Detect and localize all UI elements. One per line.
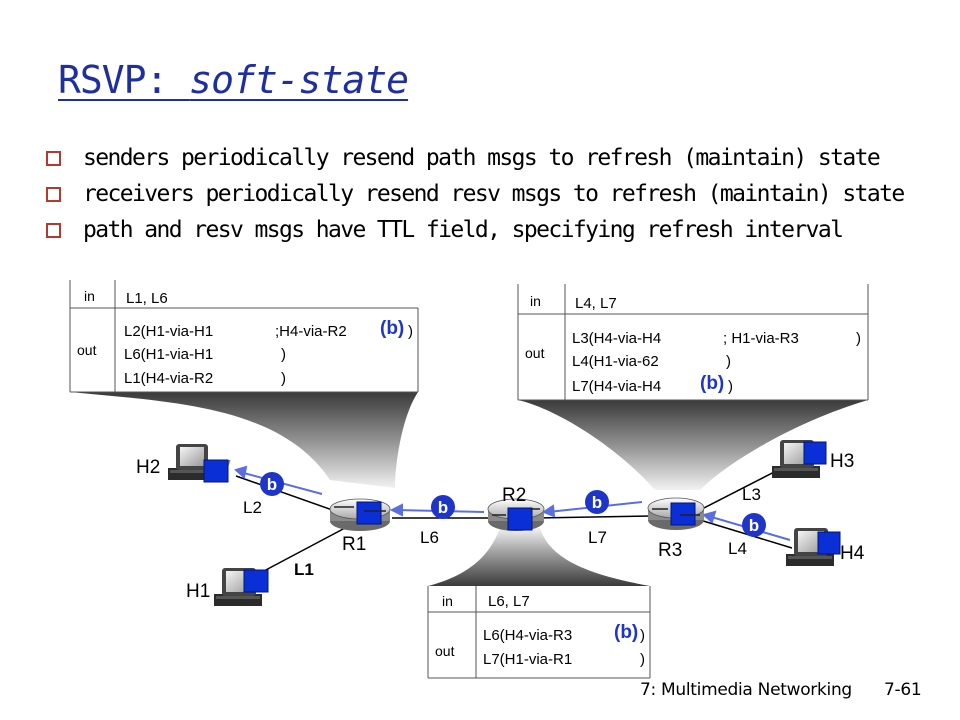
r2-state-table: in L6, L7 out L6(H4-via-R3 (b) ) L7(H1-v… <box>427 586 651 679</box>
svg-text:b: b <box>267 475 277 494</box>
svg-text:L6(H4-via-R3: L6(H4-via-R3 <box>483 627 572 644</box>
svg-text:L1(H4-via-R2: L1(H4-via-R2 <box>124 370 213 387</box>
link-l2 <box>235 475 339 513</box>
svg-text:): ) <box>726 353 731 370</box>
svg-text:L7(H4-via-H4: L7(H4-via-H4 <box>572 378 661 395</box>
link-l3-label: L3 <box>742 485 761 504</box>
r1-out-label: out <box>77 342 97 358</box>
svg-text:): ) <box>640 627 645 644</box>
link-l4 <box>699 519 793 549</box>
title-prefix: RSVP: <box>58 58 190 102</box>
r2-in-value: L6, L7 <box>488 593 530 610</box>
svg-text:): ) <box>640 651 645 668</box>
node-h4-label: H4 <box>840 543 865 564</box>
r3-table-cone <box>518 400 868 490</box>
svg-text:b: b <box>438 498 448 517</box>
r2-out-label: out <box>435 643 455 659</box>
r2-b-mark: (b) <box>614 622 638 643</box>
bullet-box-icon <box>46 222 61 238</box>
link-l2-label: L2 <box>243 498 262 517</box>
b-label-r2: b <box>585 490 609 514</box>
b-label-h2: b <box>260 472 284 496</box>
router-r1 <box>329 498 391 531</box>
r1-in-label: in <box>84 288 95 304</box>
b-label-r3: b <box>742 513 766 537</box>
link-l3 <box>699 467 783 511</box>
link-l7 <box>535 515 653 519</box>
bullet-item: senders periodically resend path msgs to… <box>46 140 904 176</box>
r1-state-table: in L1, L6 out L2(H1-via-H1 ;H4-via-R2 (b… <box>69 280 419 393</box>
router-r3 <box>647 497 705 530</box>
host-h2-computer-icon <box>168 444 231 483</box>
node-h1-label: H1 <box>186 581 210 602</box>
svg-text:): ) <box>408 323 413 340</box>
r1-b-mark: (b) <box>380 318 404 339</box>
svg-text:b: b <box>749 516 759 535</box>
bullet-box-icon <box>46 150 61 166</box>
r1-in-value: L1, L6 <box>126 290 168 307</box>
svg-text:): ) <box>856 330 861 347</box>
r2-table-cone <box>428 528 650 586</box>
svg-text:L6(H1-via-H1: L6(H1-via-H1 <box>124 346 213 363</box>
svg-text:): ) <box>281 370 286 387</box>
node-r3-label: R3 <box>658 540 682 561</box>
r3-b-mark: (b) <box>700 373 724 394</box>
router-r2 <box>487 498 545 531</box>
svg-text:L3(H4-via-H4: L3(H4-via-H4 <box>572 330 661 347</box>
bullet-item: receivers periodically resend resv msgs … <box>46 176 905 212</box>
host-h4-computer-icon <box>786 528 841 566</box>
title-emphasis: soft-state <box>189 58 409 102</box>
page-title: RSVP: soft-state <box>58 58 409 102</box>
r2-in-label: in <box>442 593 453 609</box>
svg-text:L2(H1-via-H1: L2(H1-via-H1 <box>124 323 213 340</box>
svg-text:; H1-via-R3: ; H1-via-R3 <box>723 330 799 347</box>
svg-text:): ) <box>728 378 733 395</box>
link-l1-label: L1 <box>294 560 314 579</box>
host-h3-computer-icon <box>772 440 827 478</box>
r3-state-table: in L4, L7 out L3(H4-via-H4 ; H1-via-R3 )… <box>517 284 869 401</box>
bullet-item: path and resv msgs have TTL field, speci… <box>46 212 904 248</box>
link-l4-label: L4 <box>728 539 747 558</box>
r3-in-value: L4, L7 <box>575 295 617 312</box>
r1-table-cone <box>70 392 418 488</box>
link-l7-label: L7 <box>588 528 607 547</box>
r3-in-label: in <box>530 293 541 309</box>
b-label-r1: b <box>431 495 455 519</box>
footer-page-number: 7-61 <box>884 680 922 700</box>
host-h1-computer-icon <box>214 568 269 606</box>
r3-out-label: out <box>525 345 545 361</box>
svg-text:L4(H1-via-62: L4(H1-via-62 <box>572 353 659 370</box>
svg-text:): ) <box>281 346 286 363</box>
link-l1 <box>261 527 346 573</box>
node-h2-label: H2 <box>136 457 160 478</box>
node-r2-label: R2 <box>502 485 526 506</box>
svg-text:;H4-via-R2: ;H4-via-R2 <box>275 323 347 340</box>
svg-text:L7(H1-via-R1: L7(H1-via-R1 <box>483 651 572 668</box>
node-h3-label: H3 <box>830 451 854 472</box>
bullet-list: senders periodically resend path msgs to… <box>46 140 905 248</box>
svg-text:b: b <box>592 493 602 512</box>
footer-chapter: 7: Multimedia Networking <box>640 680 852 700</box>
bullet-box-icon <box>46 186 61 202</box>
node-r1-label: R1 <box>342 534 366 555</box>
link-l6-label: L6 <box>420 528 439 547</box>
